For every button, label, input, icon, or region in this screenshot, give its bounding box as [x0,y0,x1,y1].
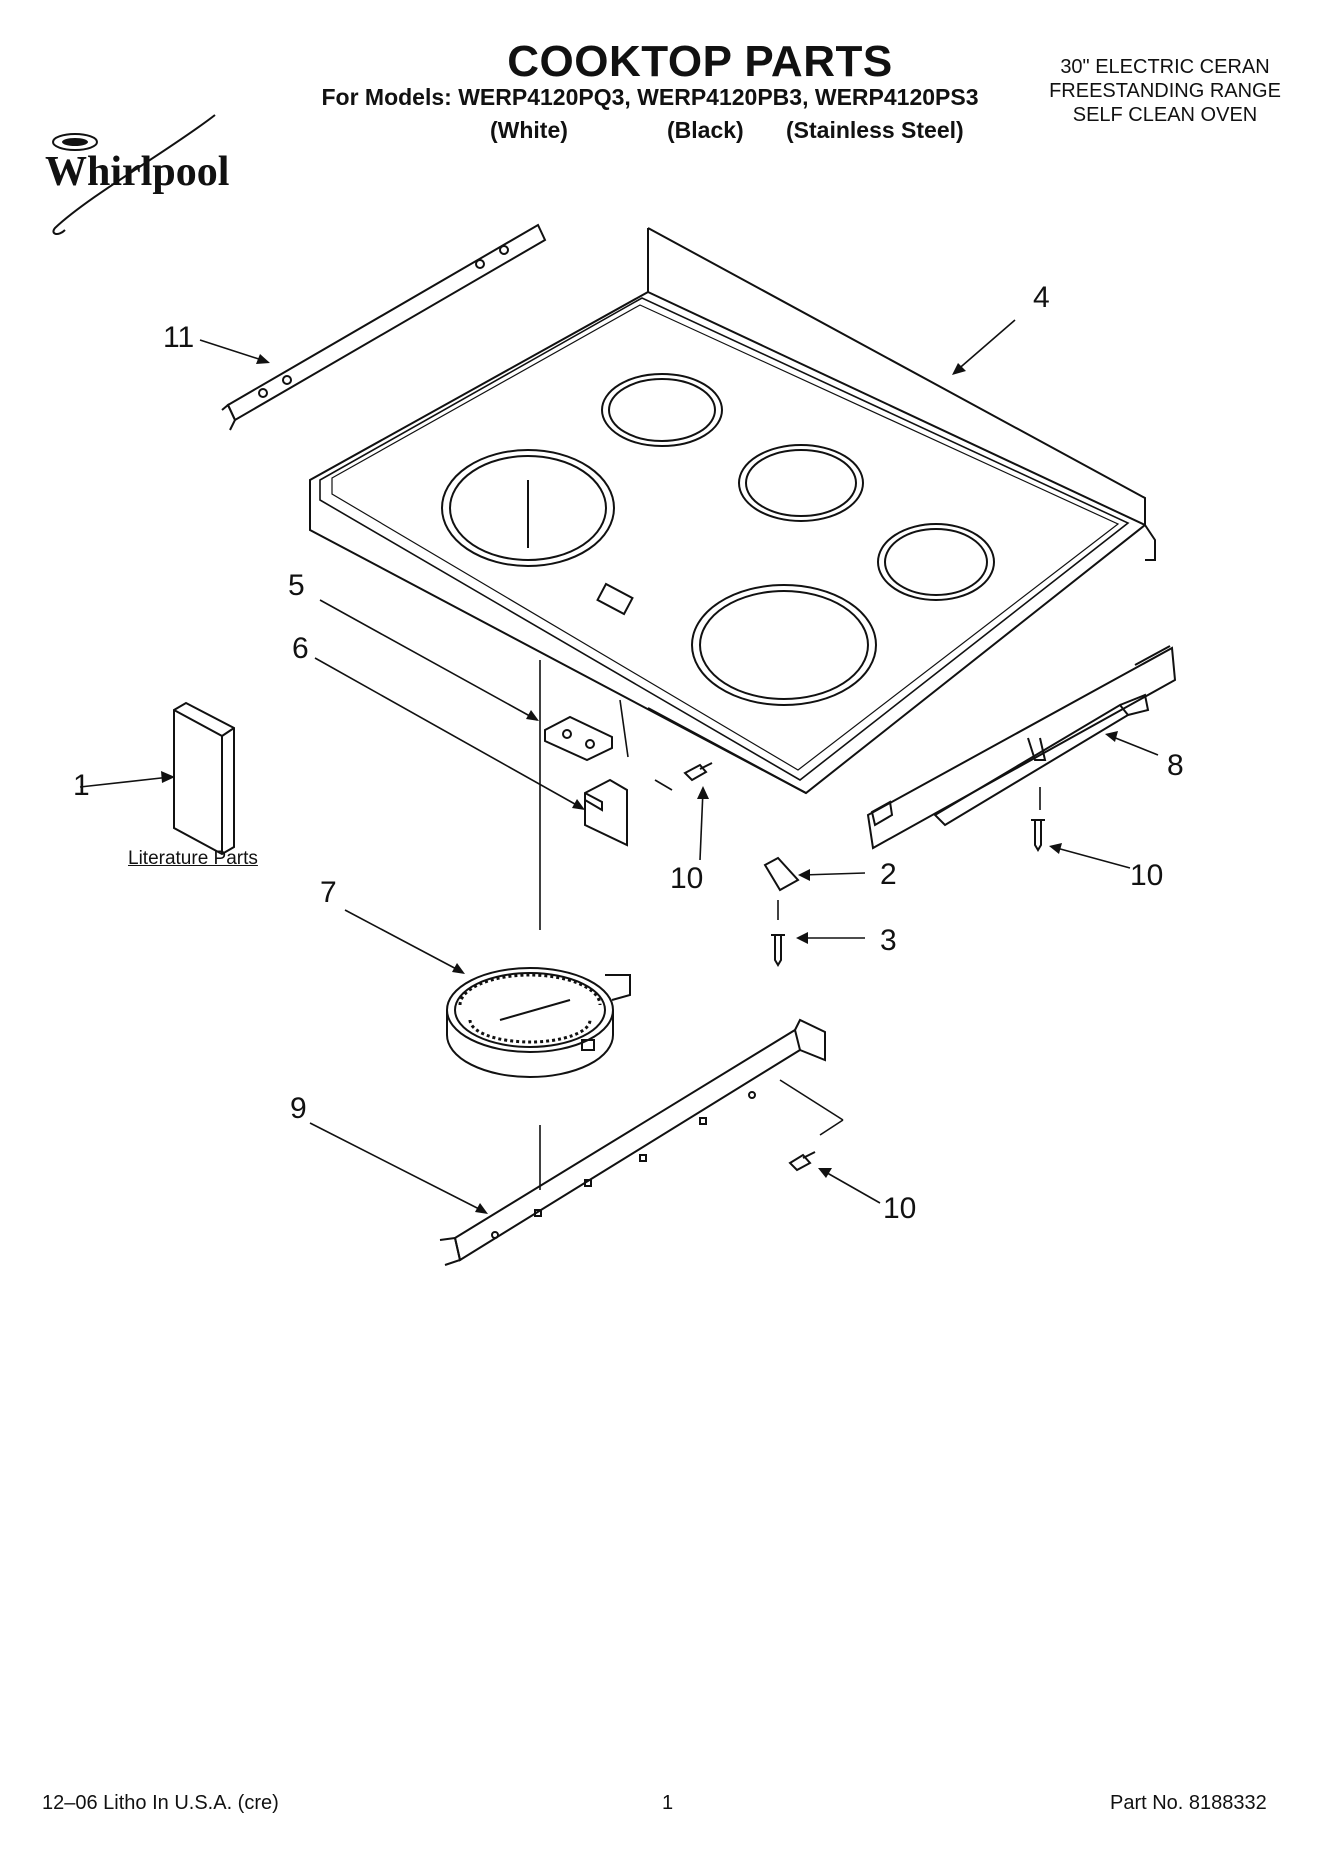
variant-black: (Black) [667,117,744,143]
callout-5: 5 [288,569,305,602]
literature-parts-label: Literature Parts [128,848,258,869]
page-number: 1 [662,1792,674,1814]
description-line-3: SELF CLEAN OVEN [1072,104,1258,126]
part-number: Part No. 8188332 [1110,1792,1267,1814]
models-line: For Models: WERP4120PQ3, WERP4120PB3, WE… [321,84,979,110]
switch-part [544,715,613,762]
screw-part-10-c [788,1151,816,1172]
lower-support-bracket [439,1018,826,1266]
callout-2: 2 [880,858,897,891]
callout-6: 6 [292,632,309,665]
screw-part-10-a [683,762,713,782]
description-line-1: 30" ELECTRIC CERAN [1060,56,1270,78]
description-line-2: FREESTANDING RANGE [1049,80,1281,102]
leader-arrowheads [161,354,1118,1214]
cooktop-main-top [309,227,1156,795]
radiant-surface-element [446,967,631,1078]
callout-3: 3 [880,924,897,957]
logo-wordmark: Whirlpool [45,149,229,195]
callout-10-a: 10 [670,862,704,895]
screw-part-10-b [1031,819,1045,852]
literature-parts-booklet [173,701,235,856]
callout-7: 7 [320,876,337,909]
callout-10-b: 10 [1130,859,1164,892]
screw-part-3 [771,934,785,967]
callout-8: 8 [1167,749,1184,782]
rear-bracket-strip [221,223,547,431]
footer-litho: 12–06 Litho In U.S.A. (cre) [42,1792,279,1814]
product-description: 30" ELECTRIC CERAN FREESTANDING RANGE SE… [1015,55,1315,127]
callout-4: 4 [1033,281,1050,314]
whirlpool-logo: Whirlpool [20,110,260,240]
leader-lines [79,319,1159,1213]
page-title: COOKTOP PARTS [507,37,893,86]
variant-stainless: (Stainless Steel) [786,117,964,143]
callout-10-c: 10 [883,1192,917,1225]
variant-white: (White) [490,117,568,143]
callout-11: 11 [163,321,195,354]
callout-9: 9 [290,1092,307,1125]
callout-1: 1 [73,769,90,802]
front-manifold-bracket [866,645,1177,850]
clip-part [763,856,800,892]
switch-bracket-plate [584,778,628,847]
